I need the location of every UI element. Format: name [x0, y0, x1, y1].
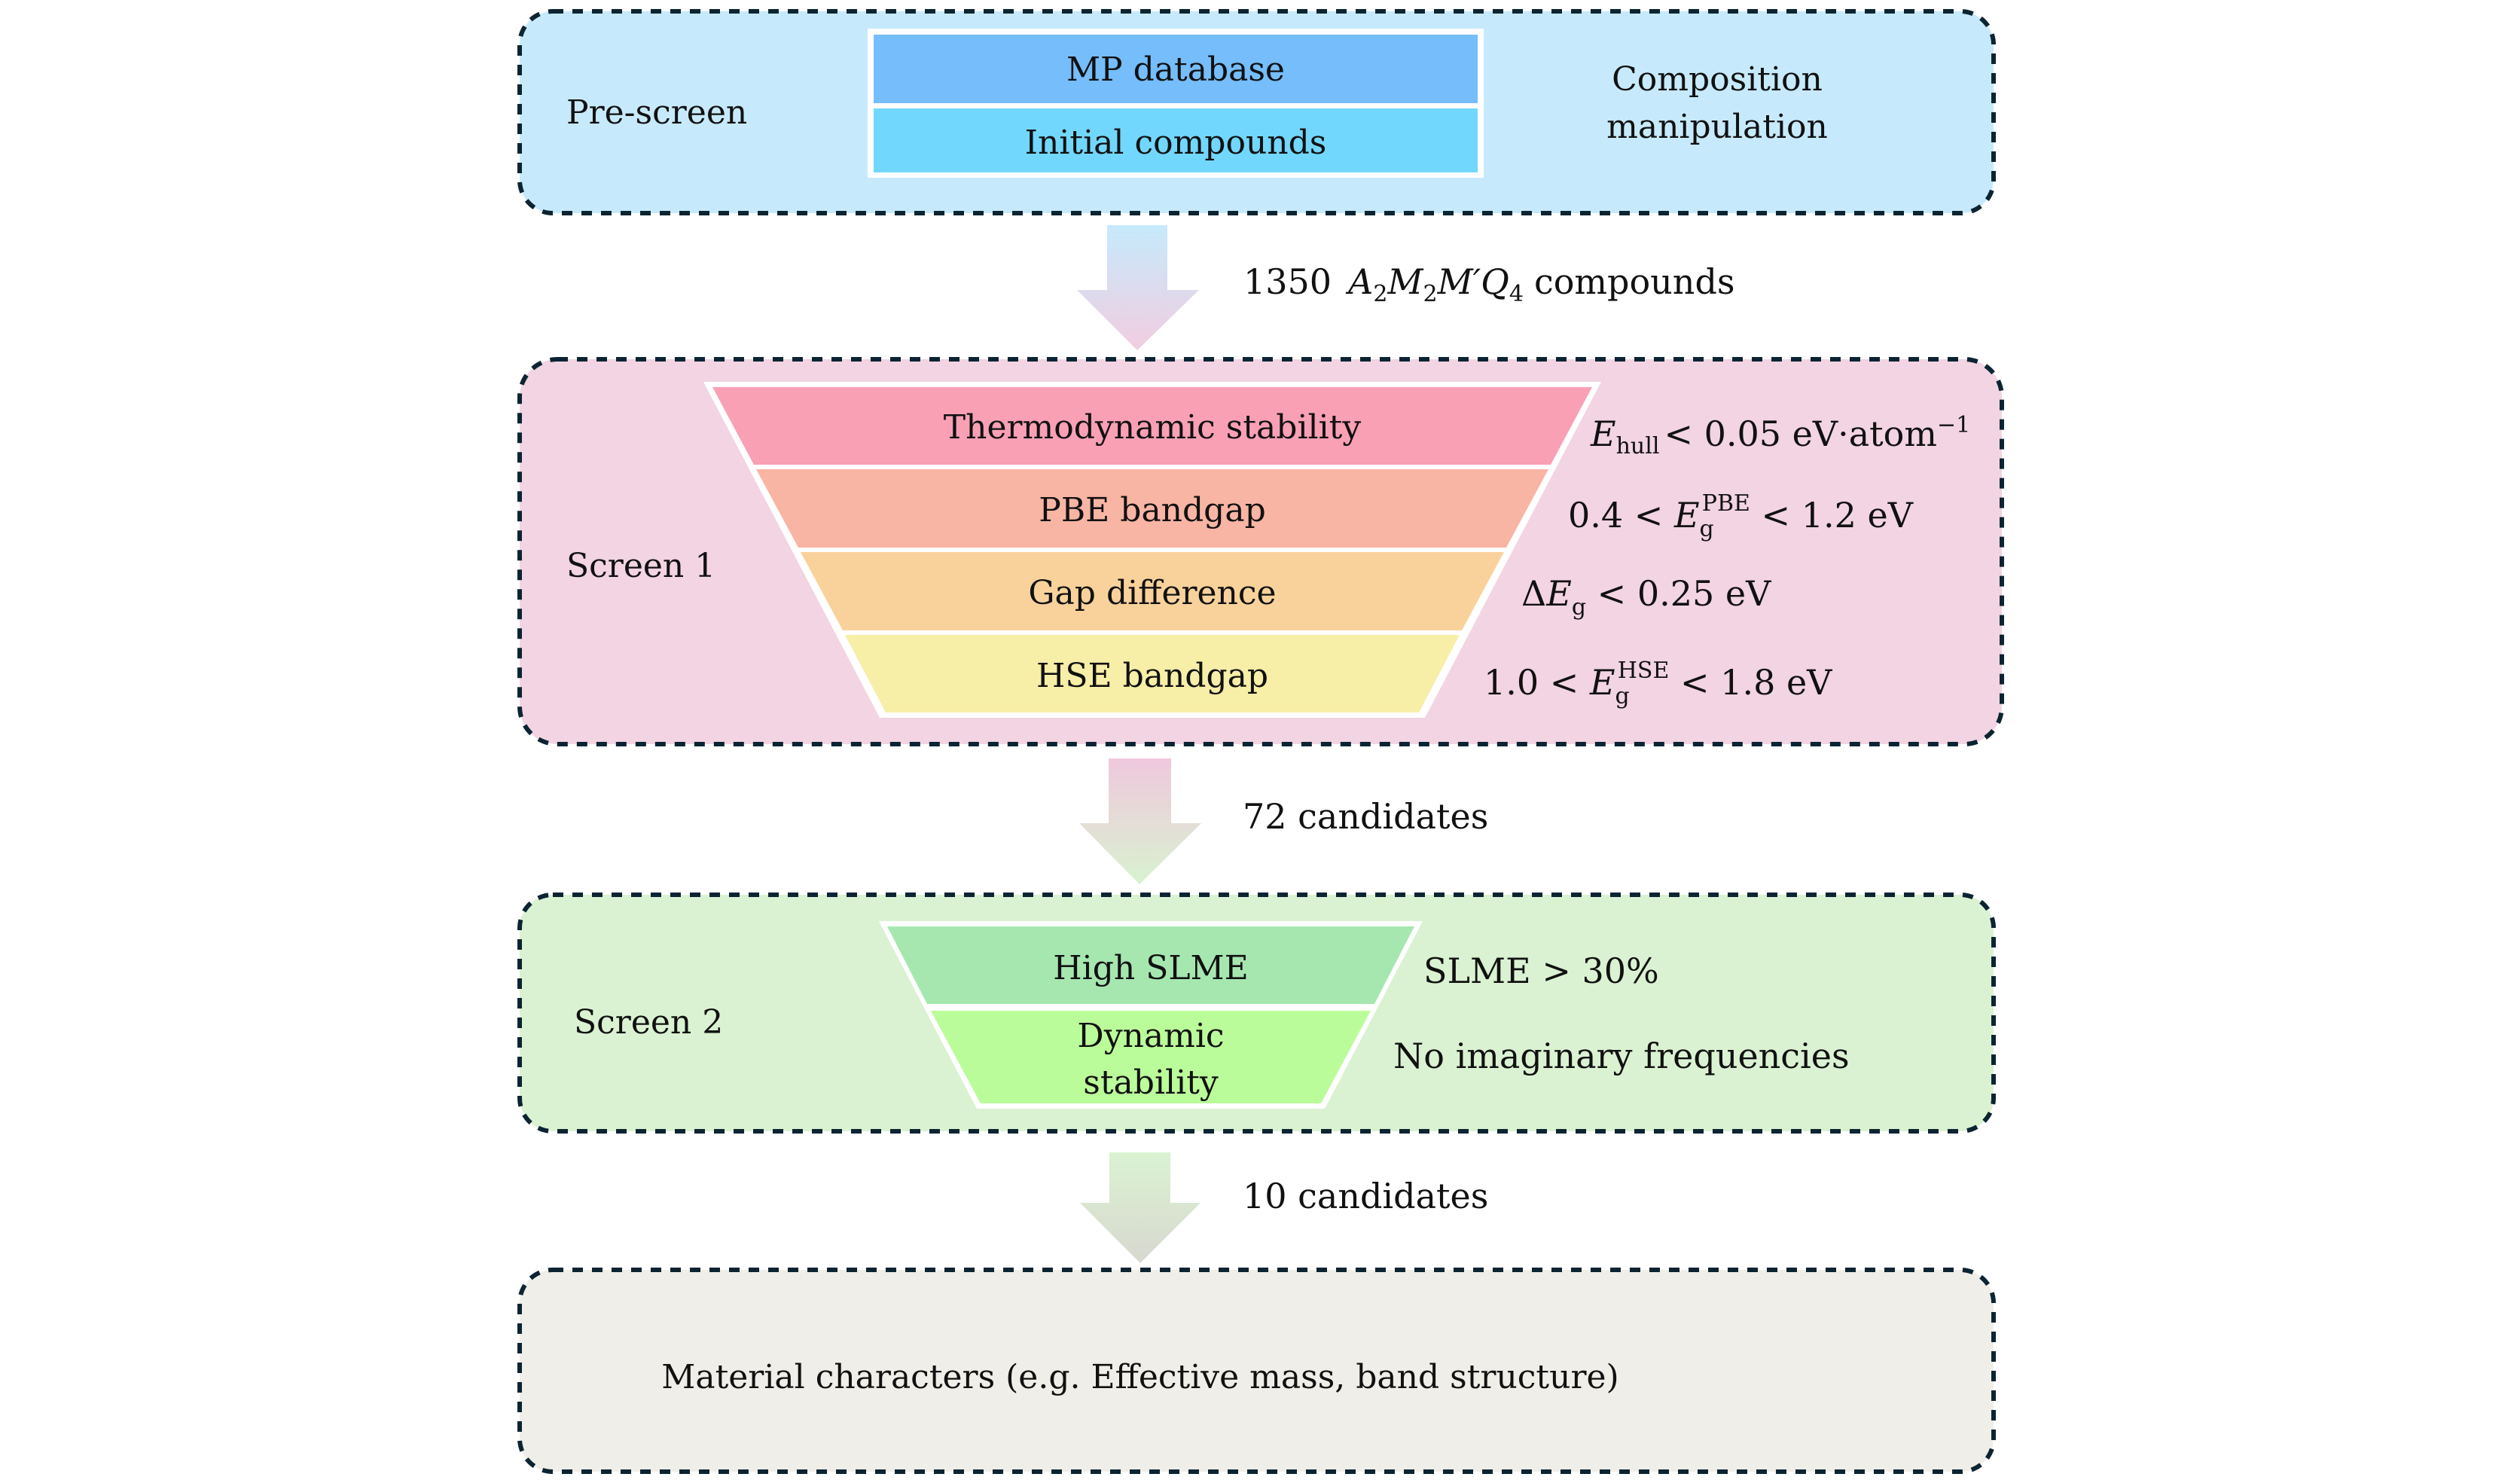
prescreen-panel: Pre-screen MP database Initial compounds… [517, 9, 1996, 215]
screen1-funnel-frame [703, 382, 1601, 718]
funnel-layer-hse [845, 635, 1460, 713]
criterion-ehull: Ehull< 0.05 eV·atom−1 [1590, 412, 1970, 459]
screen2-label: Screen 2 [574, 1003, 723, 1042]
screen1-panel: Screen 1 Thermodynamic stability PBE ban… [517, 357, 2004, 746]
funnel-label-stability: stability [1083, 1063, 1219, 1102]
funnel-label-pbe: PBE bandgap [1039, 491, 1266, 529]
candidate-count-72: 72 candidates [1243, 796, 1488, 837]
composition-manipulation-line1: Composition [1612, 60, 1823, 99]
screen2-panel: Screen 2 High SLME Dynamic stability SLM… [517, 893, 1996, 1134]
down-arrow-icon [1080, 1152, 1201, 1263]
down-arrow-icon [1077, 225, 1199, 350]
step-initial-compounds [874, 108, 1478, 172]
funnel-layer-high-slme [887, 926, 1414, 1004]
criterion-slme: SLME > 30% [1423, 951, 1659, 991]
funnel-layer-thermodynamic [712, 387, 1592, 465]
funnel-label-thermodynamic: Thermodynamic stability [944, 408, 1362, 447]
funnel-label-hse: HSE bandgap [1036, 657, 1268, 695]
funnel-label-high-slme: High SLME [1053, 949, 1248, 987]
step-initial-compounds-label: Initial compounds [1025, 124, 1327, 162]
funnel-label-dynamic: Dynamic [1077, 1017, 1224, 1055]
funnel-layer-gap-difference [801, 552, 1504, 630]
funnel-label-gap-difference: Gap difference [1028, 574, 1276, 612]
step-mp-database-label: MP database [1066, 50, 1285, 89]
criterion-gap-difference: ΔEg < 0.25 eV [1521, 573, 1771, 621]
final-box [517, 1268, 1996, 1474]
candidate-count-10: 10 candidates [1243, 1176, 1488, 1216]
criterion-hse-gap: 1.0 < EgHSE < 1.8 eV [1484, 658, 1832, 709]
criterion-imaginary-frequencies: No imaginary frequencies [1393, 1036, 1850, 1076]
prescreen-label: Pre-screen [566, 93, 747, 132]
final-panel: Material characters (e.g. Effective mass… [517, 1268, 1996, 1474]
final-material-characters: Material characters (e.g. Effective mass… [661, 1358, 1618, 1396]
flow-arrow-2: 72 candidates [1079, 758, 1488, 884]
down-arrow-icon [1079, 758, 1201, 884]
funnel-layer-dynamic-stability [931, 1011, 1371, 1103]
screen1-label: Screen 1 [566, 547, 715, 585]
funnel-layer-pbe [756, 469, 1548, 548]
flow-arrow-3: 10 candidates [1080, 1152, 1488, 1263]
composition-manipulation-line2: manipulation [1606, 108, 1828, 146]
criterion-pbe-gap: 0.4 < EgPBE < 1.2 eV [1568, 490, 1914, 542]
step-mp-database [874, 35, 1478, 103]
